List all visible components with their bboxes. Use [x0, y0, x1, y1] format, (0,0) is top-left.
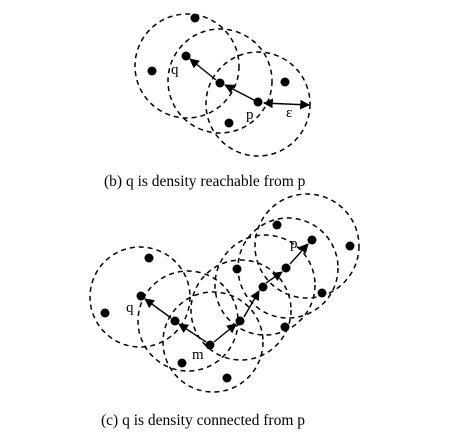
neighborhood-circle — [254, 193, 360, 299]
figure-b — [134, 13, 311, 157]
data-point-m — [205, 340, 215, 350]
neighborhood-circle — [214, 234, 316, 336]
arrow-c3-to-p — [289, 243, 309, 265]
data-point-q — [136, 291, 146, 301]
figure-b-points — [147, 13, 290, 128]
arrow-p-to-mid — [224, 84, 255, 101]
data-point — [147, 66, 157, 76]
figure-b-caption: (b) q is density reachable from p — [104, 173, 306, 190]
figure-b-arrows — [189, 58, 310, 110]
data-point — [190, 13, 200, 23]
data-point — [280, 322, 290, 332]
arrow-c1-to-c2 — [243, 290, 260, 318]
data-point — [345, 241, 355, 251]
figure-c-points — [100, 220, 355, 383]
neighborhood-circle — [134, 13, 240, 119]
data-point — [235, 316, 245, 326]
data-point — [100, 308, 110, 318]
neighborhood-circle — [137, 270, 239, 372]
data-point — [177, 358, 187, 368]
figure-c-arrows — [144, 243, 309, 343]
data-point-p — [253, 97, 263, 107]
data-point-p — [307, 235, 317, 245]
figure-c-caption: (c) q is density connected from p — [101, 412, 305, 429]
label-epsilon: ε — [286, 105, 292, 121]
label-p: p — [246, 107, 254, 123]
label-q: q — [171, 62, 179, 78]
data-point — [144, 253, 154, 263]
data-point — [224, 118, 234, 128]
data-point — [232, 264, 242, 274]
neighborhood-circle — [205, 51, 311, 157]
data-point — [317, 288, 327, 298]
arrow-mid-to-q — [144, 298, 172, 319]
label-p: p — [290, 236, 298, 252]
neighborhood-circle — [167, 28, 273, 134]
data-point-q — [181, 51, 191, 61]
arrow-c2-to-c3 — [265, 271, 283, 284]
data-point — [170, 316, 180, 326]
data-point — [258, 282, 268, 292]
neighborhood-circle — [162, 291, 264, 393]
data-point — [281, 263, 291, 273]
data-point — [215, 78, 225, 88]
label-m: m — [192, 347, 204, 363]
neighborhood-circle — [190, 259, 292, 361]
label-q: q — [126, 300, 134, 316]
arrow-m-to-mid — [178, 323, 207, 343]
arrow-m-to-c1 — [213, 323, 237, 343]
epsilon-arrow — [263, 98, 310, 110]
data-point — [222, 373, 232, 383]
arrow-mid-to-q — [189, 58, 217, 81]
data-point — [280, 77, 290, 87]
data-point — [272, 220, 282, 230]
